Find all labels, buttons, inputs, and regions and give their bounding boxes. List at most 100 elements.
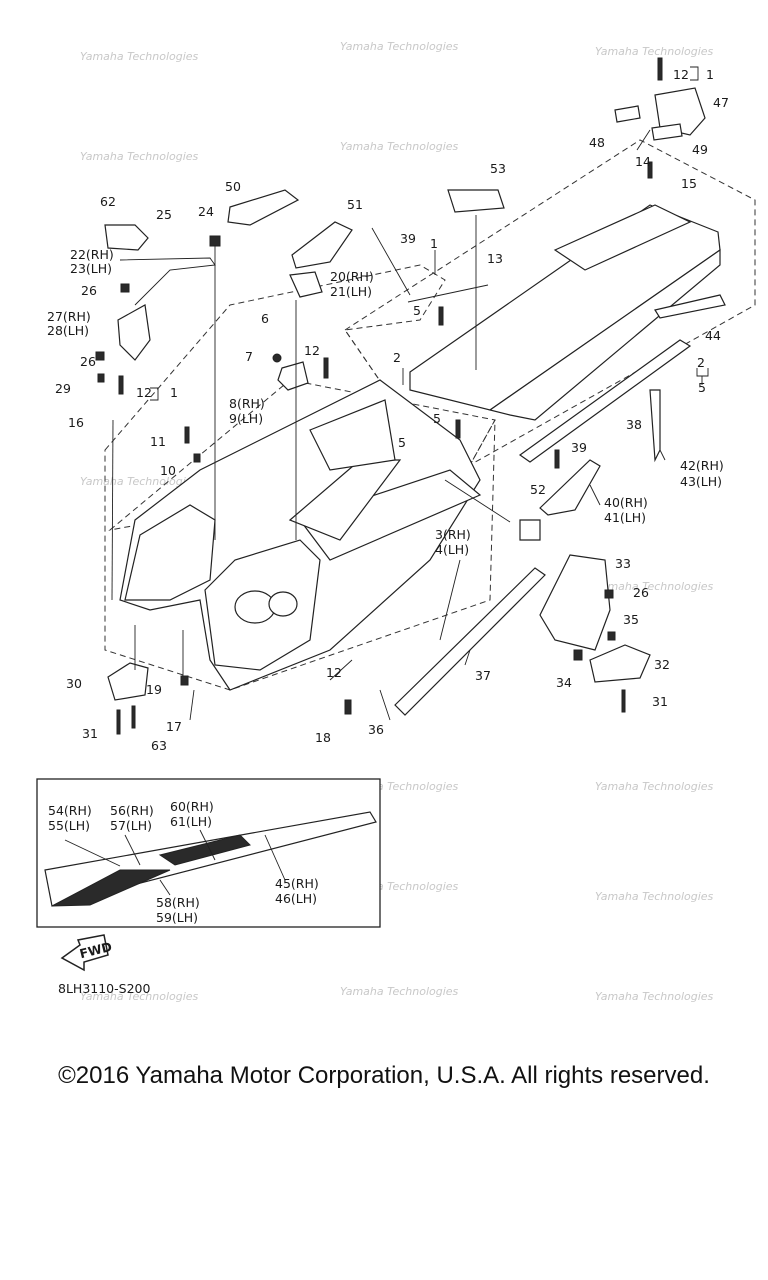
callout-labels: 12 1 47 48 49 14 15 53 50 51 62 25 24 39…: [47, 67, 729, 753]
callout-1: 1: [430, 236, 438, 251]
decal-dark-region: [158, 834, 251, 866]
callout-8: 8(RH): [229, 396, 265, 411]
callout-24: 24: [198, 204, 214, 219]
callout-2: 2: [393, 350, 401, 365]
callout-61: 61(LH): [170, 814, 212, 829]
side-rail-part: [394, 567, 546, 716]
rivet-18: [344, 699, 352, 715]
leader-lines: [111, 66, 709, 721]
fwd-arrow: FWD: [60, 934, 113, 972]
callout-60: 60(RH): [170, 799, 214, 814]
watermark: Yamaha Technologies: [340, 140, 459, 153]
callout-12: 12: [136, 385, 152, 400]
decal-inset: 54(RH) 55(LH) 56(RH) 57(LH) 60(RH) 61(LH…: [36, 778, 381, 928]
callout-42: 42(RH): [680, 458, 724, 473]
bolt-5: [438, 306, 444, 326]
callout-39: 39: [571, 440, 587, 455]
bracket-27: [117, 304, 151, 361]
callout-5: 5: [398, 435, 406, 450]
leader: [379, 689, 391, 721]
leader: [407, 284, 489, 303]
leader: [159, 879, 171, 896]
footrest-30: [107, 662, 149, 701]
callout-62: 62: [100, 194, 116, 209]
strap-42: [649, 389, 661, 463]
callout-26: 26: [80, 354, 96, 369]
callout-15: 15: [681, 176, 697, 191]
leader: [264, 834, 286, 881]
right-side-parts: [518, 294, 726, 683]
callout-53: 53: [490, 161, 506, 176]
bolt-39-b: [554, 449, 560, 469]
callout-31: 31: [82, 726, 98, 741]
callout-57: 57(LH): [110, 818, 152, 833]
decal-dark-region: [51, 869, 171, 907]
diagram-code: 8LH3110-S200: [58, 981, 150, 996]
bolt-19: [180, 675, 189, 686]
clip-26-b: [120, 283, 130, 293]
bracket-12-1: [690, 66, 699, 81]
part-44: [654, 294, 726, 319]
callout-1: 1: [170, 385, 178, 400]
callout-5: 5: [698, 380, 706, 395]
callout-26: 26: [81, 283, 97, 298]
callout-38: 38: [626, 417, 642, 432]
watermark: Yamaha Technologies: [80, 990, 199, 1003]
cover-62: [104, 224, 149, 251]
callout-34: 34: [556, 675, 572, 690]
leader: [659, 449, 666, 461]
callout-55: 55(LH): [48, 818, 90, 833]
callout-4: 4(LH): [435, 542, 469, 557]
tunnel-side: [488, 248, 721, 421]
part-52: [519, 519, 541, 541]
bolt-12-center: [323, 357, 329, 379]
callout-56: 56(RH): [110, 803, 154, 818]
bolt-5-b: [455, 419, 461, 439]
main-frame-part: [119, 379, 482, 691]
callout-47: 47: [713, 95, 729, 110]
callout-25: 25: [156, 207, 172, 222]
screw-29: [97, 373, 105, 383]
callout-51: 51: [347, 197, 363, 212]
callout-19: 19: [146, 682, 162, 697]
callout-9: 9(LH): [229, 411, 263, 426]
watermark: Yamaha Technologies: [80, 475, 199, 488]
rivet-31-b: [621, 689, 626, 713]
rivet-63: [131, 705, 136, 729]
bolt-14: [647, 161, 653, 179]
tunnel-part: [409, 204, 721, 421]
bolt-10: [193, 453, 201, 463]
leader: [439, 559, 461, 641]
callout-14: 14: [635, 154, 651, 169]
callout-37: 37: [475, 668, 491, 683]
leader: [111, 419, 114, 601]
frame-hole: [268, 591, 298, 617]
callout-1: 1: [706, 67, 714, 82]
callout-46: 46(LH): [275, 891, 317, 906]
callout-22: 22(RH): [70, 247, 114, 262]
callout-5: 5: [433, 411, 441, 426]
callout-35: 35: [623, 612, 639, 627]
leader: [189, 689, 195, 721]
callout-23: 23(LH): [70, 261, 112, 276]
callout-43: 43(LH): [680, 474, 722, 489]
rear-bumper-part: [614, 87, 706, 141]
boot-20: [289, 271, 323, 298]
leader: [64, 839, 121, 867]
center-panel: [288, 459, 402, 541]
callout-29: 29: [55, 381, 71, 396]
leader: [199, 829, 216, 861]
leader: [371, 227, 411, 296]
step-32: [589, 644, 651, 683]
guard-50: [227, 189, 300, 226]
callout-63: 63: [151, 738, 167, 753]
pad-53: [447, 189, 505, 213]
watermark: Yamaha Technologies: [80, 50, 199, 63]
callout-33: 33: [615, 556, 631, 571]
callout-3: 3(RH): [435, 527, 471, 542]
leader: [464, 649, 471, 666]
leader: [444, 479, 511, 523]
bracket-12-1-left: [150, 387, 159, 401]
callout-58: 58(RH): [156, 895, 200, 910]
callout-28: 28(LH): [47, 323, 89, 338]
